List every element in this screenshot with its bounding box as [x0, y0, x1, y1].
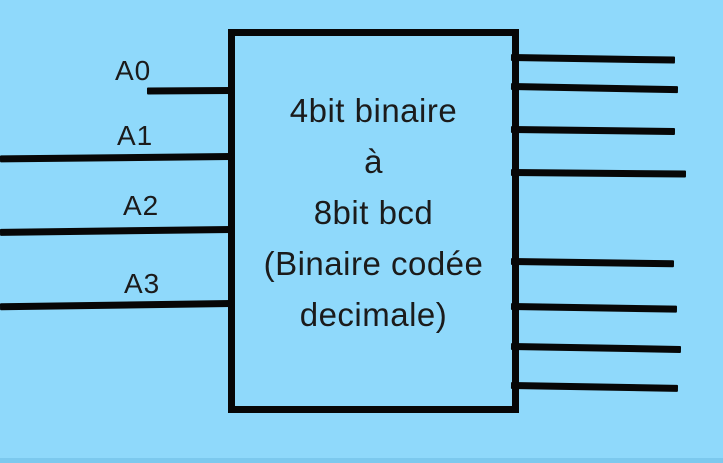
- input-label-a1: A1: [117, 120, 154, 151]
- output-wire-6: [510, 303, 678, 313]
- output-wire-7: [510, 343, 682, 353]
- output-wire-4: [510, 169, 687, 178]
- output-wire-3: [510, 126, 676, 136]
- block-label-line-5: decimale): [299, 296, 448, 333]
- block-label-line-2: à: [364, 143, 383, 180]
- input-wire-a1: [0, 153, 233, 163]
- block-label-line-4: (Binaire codée: [263, 245, 484, 282]
- input-label-a3: A3: [124, 268, 161, 299]
- output-wire-5: [510, 258, 675, 268]
- block-label-line-1: 4bit binaire: [289, 92, 458, 129]
- input-wire-a3: [0, 300, 233, 311]
- block-label-line-3: 8bit bcd: [313, 194, 434, 231]
- input-label-a0: A0: [115, 55, 152, 86]
- bottom-edge-strip: [0, 458, 723, 463]
- block-label: 4bit binaire à 8bit bcd (Binaire codée d…: [235, 85, 512, 340]
- output-wire-1: [510, 54, 676, 64]
- converter-block: 4bit binaire à 8bit bcd (Binaire codée d…: [228, 29, 519, 413]
- output-wire-2: [510, 83, 679, 94]
- input-wire-a0: [146, 87, 233, 95]
- output-wire-8: [510, 382, 679, 392]
- input-label-a2: A2: [123, 190, 160, 221]
- input-wire-a2: [0, 226, 233, 236]
